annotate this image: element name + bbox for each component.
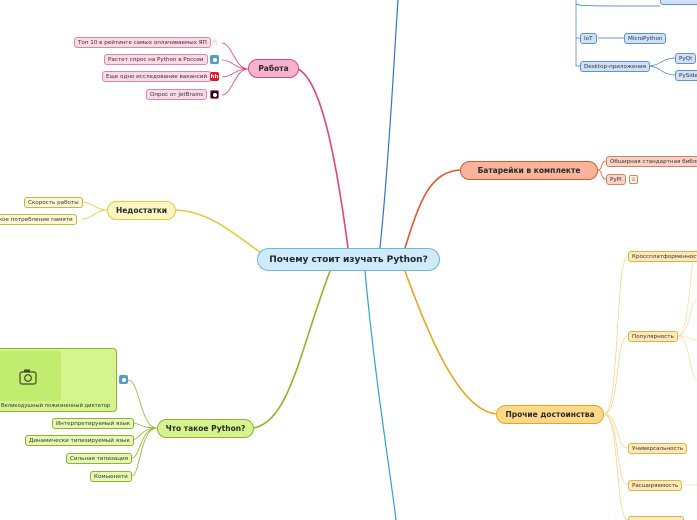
cons-item-memory[interactable]: Высокое потребление памяти [0,214,77,225]
jetbrains-logo-icon[interactable] [210,90,219,99]
top-item-pyside[interactable]: PySide [675,70,697,81]
top-item-desktop[interactable]: Desktop-приложения [580,61,651,72]
what-item-interpreted[interactable]: Интерпретируемый язык [52,418,135,429]
branch-other-advantages[interactable]: Прочие достоинства [496,405,604,424]
work-item-research[interactable]: Еще одно исследование вакансий [102,71,212,82]
camera-icon [19,369,37,385]
what-item-dynamic[interactable]: Динамически типизируемый язык [25,435,134,446]
branch-what-is-python[interactable]: Что такое Python? [157,419,254,438]
hh-logo-icon[interactable]: hh [210,72,219,81]
other-item-extensible[interactable]: Расширяемость [628,480,683,491]
other-item-universal[interactable]: Универсальность [628,443,688,454]
work-item-top10[interactable]: Топ 10 в рейтинге самых оплачиваемых ЯП [74,37,211,48]
image-caption: Великодушный пожизненный диктатор [1,403,111,409]
other-item-cut-off[interactable] [628,516,684,520]
top-item-iot[interactable]: IoT [580,33,597,44]
top-item-cut-off[interactable] [660,0,697,5]
central-topic[interactable]: Почему стоит изучать Python? [257,248,440,271]
work-item-jetbrains[interactable]: Опрос от JetBrains [146,89,208,100]
top-item-pyqt[interactable]: PyQt [675,53,697,64]
what-item-community[interactable]: Комьюнити [90,471,132,482]
dictator-image-node[interactable]: Великодушный пожизненный диктатор [0,348,117,412]
branch-cons[interactable]: Недостатки [107,201,176,220]
batteries-item-stdlib[interactable]: Обширная стандартная библиотека [606,156,697,167]
branch-batteries[interactable]: Батарейки в комплекте [460,161,598,180]
what-item-strong[interactable]: Сильная типизация [66,453,133,464]
batteries-item-pypi[interactable]: PyPI [606,174,626,185]
top-item-micropython[interactable]: MicroPython [624,33,667,44]
link-icon[interactable] [119,375,128,384]
hands-icon[interactable]: ☝ [211,37,218,48]
link-icon[interactable] [210,55,219,64]
other-item-popularity[interactable]: Популярность [628,331,678,342]
cons-item-speed[interactable]: Скорость работы [24,197,83,208]
branch-work[interactable]: Работа [248,59,299,78]
image-placeholder [0,351,61,401]
other-item-crossplatform[interactable]: Кроссплатформенность [628,251,697,262]
note-icon[interactable]: ≡ [629,175,638,184]
work-item-demand[interactable]: Растет спрос на Python в России [104,54,208,65]
